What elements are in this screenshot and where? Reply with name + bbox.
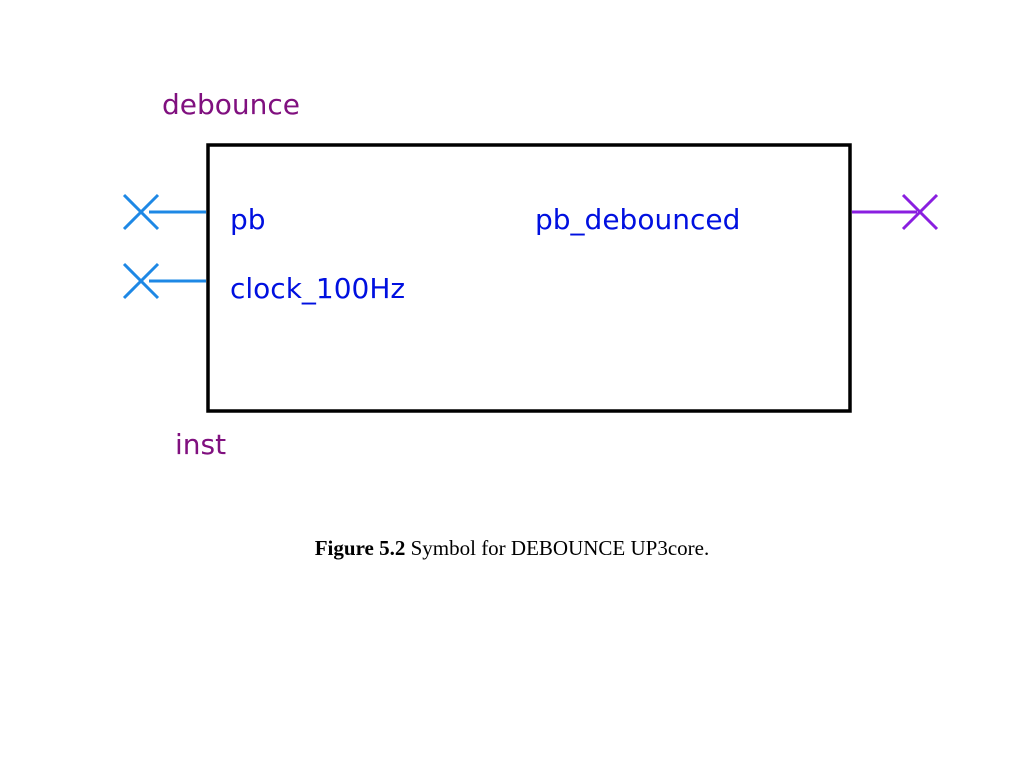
output-pin-pb-debounced [852,193,939,231]
entity-name-label: debounce [162,88,300,121]
pin-x-icon [122,262,160,300]
port-label-pb: pb [230,203,266,236]
port-label-pb-debounced: pb_debounced [535,203,740,236]
pin-x-icon [122,193,160,231]
port-label-clock-100hz: clock_100Hz [230,272,405,305]
figure-number: Figure 5.2 [314,536,406,560]
input-pin-clock-100hz [122,262,206,300]
input-pin-pb [122,193,206,231]
instance-name-label: inst [175,428,226,461]
figure-caption: Figure 5.2 Symbol for DEBOUNCE UP3core. [0,536,1024,561]
symbol-box [206,143,852,413]
pin-x-icon [901,193,939,231]
figure-caption-text: Symbol for DEBOUNCE UP3core. [405,536,710,560]
